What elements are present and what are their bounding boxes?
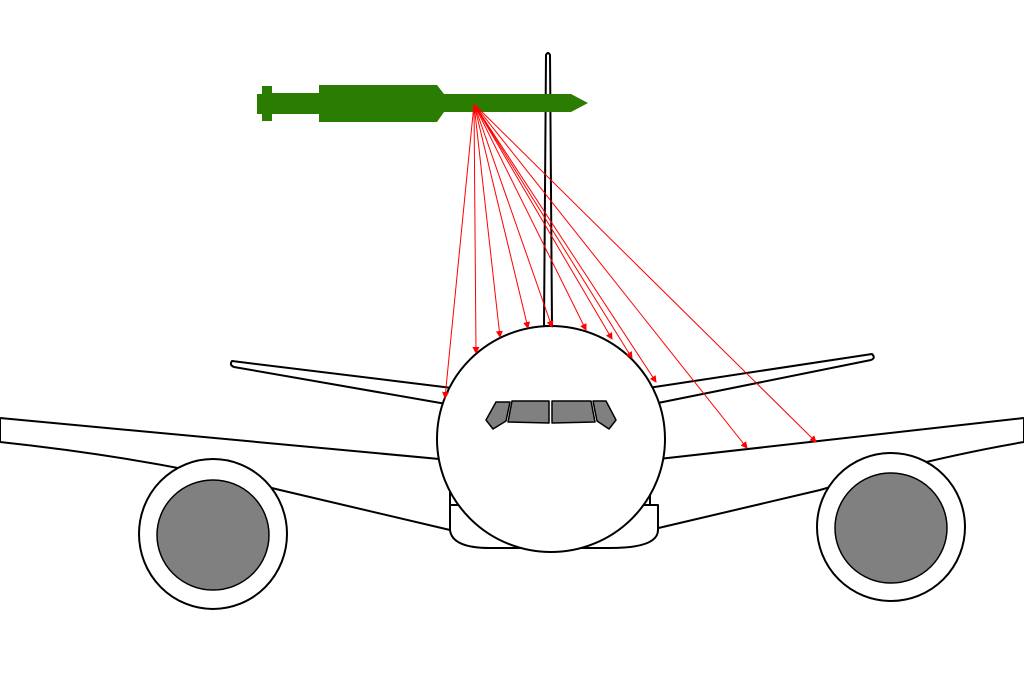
missile-icon [257,85,588,122]
fragment-ray [473,103,657,383]
cockpit-window-right-front [551,400,596,424]
fragment-ray [473,103,503,338]
fragment-ray [473,103,530,329]
right-engine-fan [834,472,948,584]
left-engine [138,458,288,610]
fuselage [436,325,666,553]
fragment-ray [473,103,613,340]
cockpit-window-left-side [485,401,511,430]
fuselage-outline [436,325,666,553]
right-horizontal-stabilizer [647,353,875,406]
fragment-rays [442,103,817,449]
right-engine [816,452,966,602]
fragment-ray [473,103,817,443]
fragment-ray [472,103,480,354]
fragment-ray [442,103,475,399]
vertical-stabilizer [543,52,553,327]
fragment-ray [473,103,554,328]
cockpit-windows [485,400,617,430]
fragment-ray [473,103,633,359]
fragment-ray [473,103,587,331]
left-horizontal-stabilizer [229,360,453,406]
fragment-ray [473,103,748,449]
cockpit-window-right-side [592,400,617,430]
cockpit-window-left-front [507,400,550,424]
left-engine-fan [156,479,270,591]
